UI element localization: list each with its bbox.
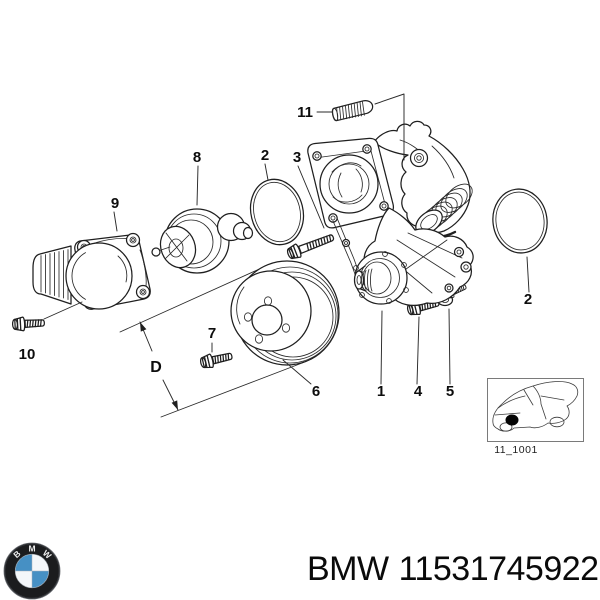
pulley-drawing	[230, 260, 340, 366]
thermostat-drawing	[151, 208, 254, 274]
bolt-7-drawing	[198, 348, 234, 371]
thumbnail-caption: 11_1001	[494, 444, 538, 456]
dimension-label: D	[150, 359, 162, 376]
roundel-quadrant-blue-br	[32, 571, 49, 588]
callout-9: 9	[111, 195, 119, 212]
roundel-quadrant-blue-tl	[15, 554, 32, 571]
callout-2-right: 2	[524, 291, 532, 308]
brand-name: BMW	[307, 550, 389, 588]
leader-lines	[43, 93, 530, 385]
roundel-quadrant-white-bl	[15, 571, 32, 588]
callout-5: 5	[446, 383, 454, 400]
o-ring-left-drawing	[249, 178, 305, 246]
callout-labels: 11 8 2 3 9 10 7 6 1 4 5 2	[19, 104, 533, 400]
thermostat-housing-drawing	[32, 232, 151, 310]
roundel-letter-m: M	[28, 544, 35, 554]
callout-11: 11	[297, 104, 313, 121]
location-dot	[505, 414, 519, 426]
callout-4: 4	[414, 383, 423, 400]
part-number: 11531745922	[398, 550, 599, 588]
callout-2-left: 2	[261, 147, 269, 164]
roundel-letter-b: B	[11, 549, 22, 561]
callout-3: 3	[293, 149, 301, 166]
bmw-logo: B M W	[3, 542, 61, 600]
callout-8: 8	[193, 149, 201, 166]
parts-diagram: D	[11, 93, 584, 456]
car-location-thumbnail: 11_1001	[487, 378, 584, 456]
bolt-10-drawing	[11, 315, 46, 332]
stud-11-drawing	[331, 100, 374, 122]
callout-1: 1	[377, 383, 385, 400]
callout-6: 6	[312, 383, 320, 400]
bolt-3-drawing	[285, 229, 337, 262]
callout-10: 10	[19, 346, 36, 363]
water-pump-drawing	[307, 120, 474, 306]
diameter-dimension: D	[119, 265, 307, 418]
callout-7: 7	[208, 325, 216, 342]
o-ring-right-drawing	[492, 188, 548, 254]
roundel-quadrant-white-tr	[32, 554, 49, 571]
